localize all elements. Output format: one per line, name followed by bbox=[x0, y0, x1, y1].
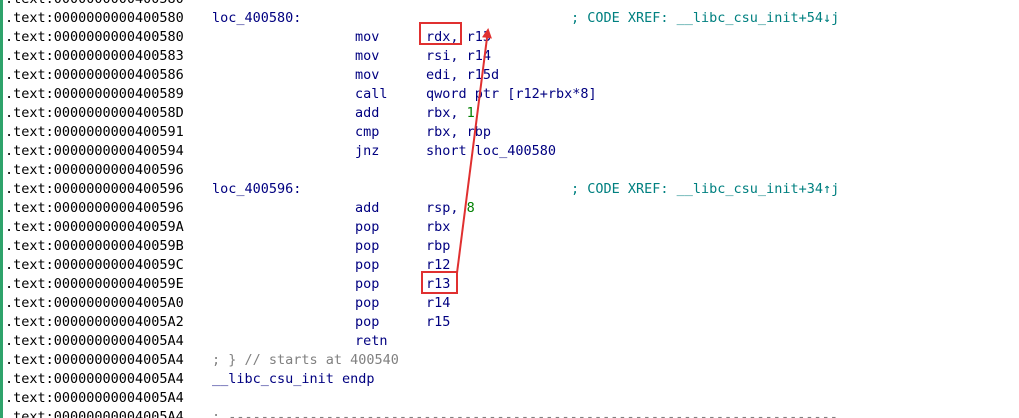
disasm-line[interactable]: .text:00000000004005A4 ; } // starts at 4… bbox=[0, 351, 1019, 370]
instruction-operand: rbx, rbp bbox=[426, 124, 492, 140]
disasm-line[interactable]: .text:00000000004005A2 pop r15 bbox=[0, 313, 1019, 332]
disasm-line[interactable]: .text:00000000004005A4 __libc_csu_init en… bbox=[0, 370, 1019, 389]
instruction-operand: rsp, 8 bbox=[426, 200, 475, 216]
disasm-line[interactable]: .text:000000000040059B pop rbp bbox=[0, 237, 1019, 256]
instruction-operand: r12 bbox=[426, 257, 451, 273]
disasm-line[interactable]: .text:00000000004005A4 ; ----------------… bbox=[0, 408, 1019, 418]
instruction-mnemonic: pop bbox=[355, 238, 380, 254]
line-address: .text:00000000004005A4 bbox=[5, 390, 184, 406]
line-address: .text:00000000004005A4 bbox=[5, 409, 184, 418]
instruction-mnemonic: call bbox=[355, 86, 388, 102]
instruction-mnemonic: pop bbox=[355, 219, 380, 235]
disasm-line[interactable]: .text:000000000040058D add rbx, 1 bbox=[0, 104, 1019, 123]
immediate-value: 1 bbox=[466, 105, 475, 121]
code-label: loc_400580: bbox=[212, 10, 302, 26]
disasm-line[interactable]: .text:0000000000400596 bbox=[0, 161, 1019, 180]
disasm-line[interactable]: .text:0000000000400580 loc_400580: ; CODE … bbox=[0, 9, 1019, 28]
code-label: loc_400596: bbox=[212, 181, 302, 197]
line-address: .text:000000000040059A bbox=[5, 219, 184, 235]
xref-comment: ; CODE XREF: __libc_csu_init+54↓j bbox=[571, 10, 840, 26]
disasm-line[interactable]: .text:00000000004005A4 bbox=[0, 389, 1019, 408]
instruction-mnemonic: mov bbox=[355, 29, 380, 45]
line-address: .text:00000000004005A4 bbox=[5, 371, 184, 387]
instruction-mnemonic: jnz bbox=[355, 143, 380, 159]
line-address: .text:0000000000400589 bbox=[5, 86, 184, 102]
instruction-mnemonic: pop bbox=[355, 257, 380, 273]
arrow-line bbox=[456, 28, 492, 274]
instruction-operand: short loc_400580 bbox=[426, 143, 557, 159]
disasm-line[interactable]: .text:0000000000400596 add rsp, 8 bbox=[0, 199, 1019, 218]
instruction-operand: rbx, 1 bbox=[426, 105, 475, 121]
flow-gutter bbox=[0, 0, 3, 418]
disasm-line[interactable]: .text:00000000004005A0 pop r14 bbox=[0, 294, 1019, 313]
line-address: .text:0000000000400591 bbox=[5, 124, 184, 140]
instruction-operand: edi, r15d bbox=[426, 67, 500, 83]
line-address: .text:0000000000400583 bbox=[5, 48, 184, 64]
instruction-operand: rbp bbox=[426, 238, 451, 254]
instruction-operand: rbx bbox=[426, 219, 451, 235]
instruction-mnemonic: pop bbox=[355, 276, 380, 292]
disasm-line[interactable]: .text:0000000000400591 cmp rbx, rbp bbox=[0, 123, 1019, 142]
instruction-operand: r14 bbox=[426, 295, 451, 311]
instruction-mnemonic: mov bbox=[355, 67, 380, 83]
function-end: __libc_csu_init endp bbox=[212, 371, 375, 387]
line-address: .text:00000000004005A4 bbox=[5, 333, 184, 349]
disasm-line[interactable]: .text:0000000000400594 jnz short loc_40058… bbox=[0, 142, 1019, 161]
line-address: .text:00000000004005A0 bbox=[5, 295, 184, 311]
instruction-mnemonic: add bbox=[355, 200, 380, 216]
instruction-operand: r13 bbox=[426, 276, 451, 292]
line-address: .text:0000000000400594 bbox=[5, 143, 184, 159]
instruction-mnemonic: pop bbox=[355, 314, 380, 330]
line-address: .text:0000000000400580 bbox=[5, 10, 184, 26]
disasm-line[interactable]: .text:0000000000400580 bbox=[0, 0, 1019, 9]
instruction-mnemonic: pop bbox=[355, 295, 380, 311]
disasm-line[interactable]: .text:000000000040059C pop r12 bbox=[0, 256, 1019, 275]
disasm-line[interactable]: .text:0000000000400586 mov edi, r15d bbox=[0, 66, 1019, 85]
instruction-mnemonic: add bbox=[355, 105, 380, 121]
line-comment: ; } // starts at 400540 bbox=[212, 352, 399, 368]
immediate-value: 8 bbox=[466, 200, 475, 216]
instruction-mnemonic: mov bbox=[355, 48, 380, 64]
separator-comment: ; --------------------------------------… bbox=[212, 409, 838, 418]
line-address: .text:0000000000400586 bbox=[5, 67, 184, 83]
instruction-operand: rdx, r13 bbox=[426, 29, 492, 45]
instruction-operand: r15 bbox=[426, 314, 451, 330]
line-address: .text:0000000000400596 bbox=[5, 181, 184, 197]
line-address: .text:000000000040059E bbox=[5, 276, 184, 292]
xref-comment: ; CODE XREF: __libc_csu_init+34↑j bbox=[571, 181, 840, 197]
line-address: .text:000000000040058D bbox=[5, 105, 184, 121]
line-address: .text:00000000004005A4 bbox=[5, 352, 184, 368]
line-address: .text:0000000000400580 bbox=[5, 29, 184, 45]
line-address: .text:0000000000400580 bbox=[5, 0, 184, 9]
disasm-line[interactable]: .text:000000000040059A pop rbx bbox=[0, 218, 1019, 237]
disasm-line[interactable]: .text:00000000004005A4 retn bbox=[0, 332, 1019, 351]
instruction-mnemonic: retn bbox=[355, 333, 388, 349]
disasm-line[interactable]: .text:0000000000400580 mov rdx, r13 bbox=[0, 28, 1019, 47]
line-address: .text:000000000040059B bbox=[5, 238, 184, 254]
disasm-line[interactable]: .text:000000000040059E pop r13 bbox=[0, 275, 1019, 294]
line-address: .text:0000000000400596 bbox=[5, 162, 184, 178]
disasm-line[interactable]: .text:0000000000400596 loc_400596: ; CODE … bbox=[0, 180, 1019, 199]
line-address: .text:0000000000400596 bbox=[5, 200, 184, 216]
instruction-mnemonic: cmp bbox=[355, 124, 380, 140]
line-address: .text:00000000004005A2 bbox=[5, 314, 184, 330]
line-address: .text:000000000040059C bbox=[5, 257, 184, 273]
